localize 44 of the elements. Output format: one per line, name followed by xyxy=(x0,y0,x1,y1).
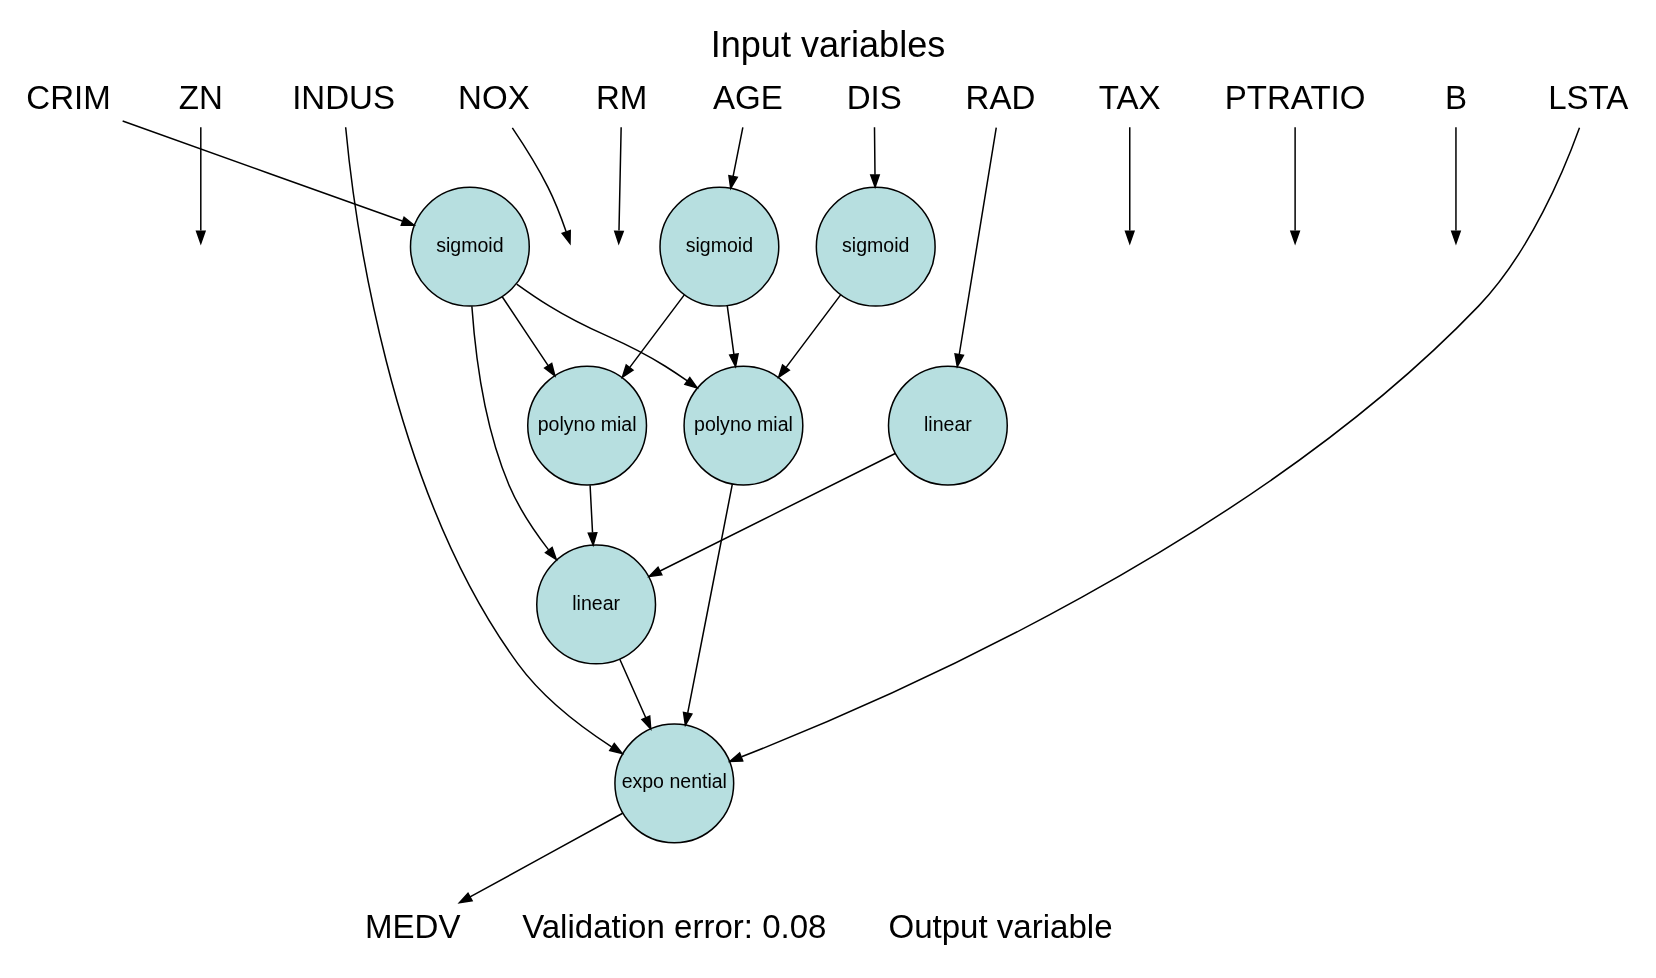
arrow xyxy=(1289,126,1301,246)
arrow xyxy=(501,295,557,378)
node-circle: sigmoid xyxy=(659,186,780,307)
arrow xyxy=(727,126,1581,762)
node-text: PTRATIO xyxy=(1224,78,1366,116)
arrow xyxy=(728,126,744,190)
arrow xyxy=(344,126,625,755)
node-circle: linear xyxy=(887,365,1008,486)
arrow xyxy=(621,293,686,379)
node-text: CRIM xyxy=(26,78,111,116)
arrow xyxy=(726,304,740,369)
node-text: MEDV xyxy=(365,907,461,945)
arrow xyxy=(954,126,997,369)
arrow xyxy=(121,119,417,226)
arrow xyxy=(195,126,207,246)
node-text: NOX xyxy=(458,78,530,116)
arrow xyxy=(457,812,624,904)
node-text: ZN xyxy=(178,78,223,116)
arrow xyxy=(682,482,734,727)
diagram-title: Input variables xyxy=(710,23,946,65)
node-circle: expo nential xyxy=(614,722,735,843)
arrow xyxy=(511,126,571,246)
arrow xyxy=(471,305,558,561)
node-text: DIS xyxy=(846,78,902,116)
node-text: RAD xyxy=(965,78,1036,116)
node-circle: sigmoid xyxy=(409,186,530,307)
label: Output variable xyxy=(888,907,1113,945)
node-text: AGE xyxy=(713,78,783,116)
arrow xyxy=(587,483,598,547)
node-circle: sigmoid xyxy=(815,186,936,307)
label: Validation error: 0.08 xyxy=(522,907,827,945)
arrow xyxy=(1124,126,1136,246)
node-text: B xyxy=(1444,78,1467,116)
arrow xyxy=(1450,126,1462,246)
arrow xyxy=(515,282,699,389)
arrow xyxy=(613,126,625,246)
arrow xyxy=(777,293,842,379)
node-text: LSTA xyxy=(1548,78,1629,116)
node-text: INDUS xyxy=(292,78,396,116)
node-text: RM xyxy=(595,78,648,116)
arrow xyxy=(869,126,881,189)
arrow xyxy=(647,452,896,577)
arrow xyxy=(619,658,652,731)
node-text: TAX xyxy=(1098,78,1161,116)
